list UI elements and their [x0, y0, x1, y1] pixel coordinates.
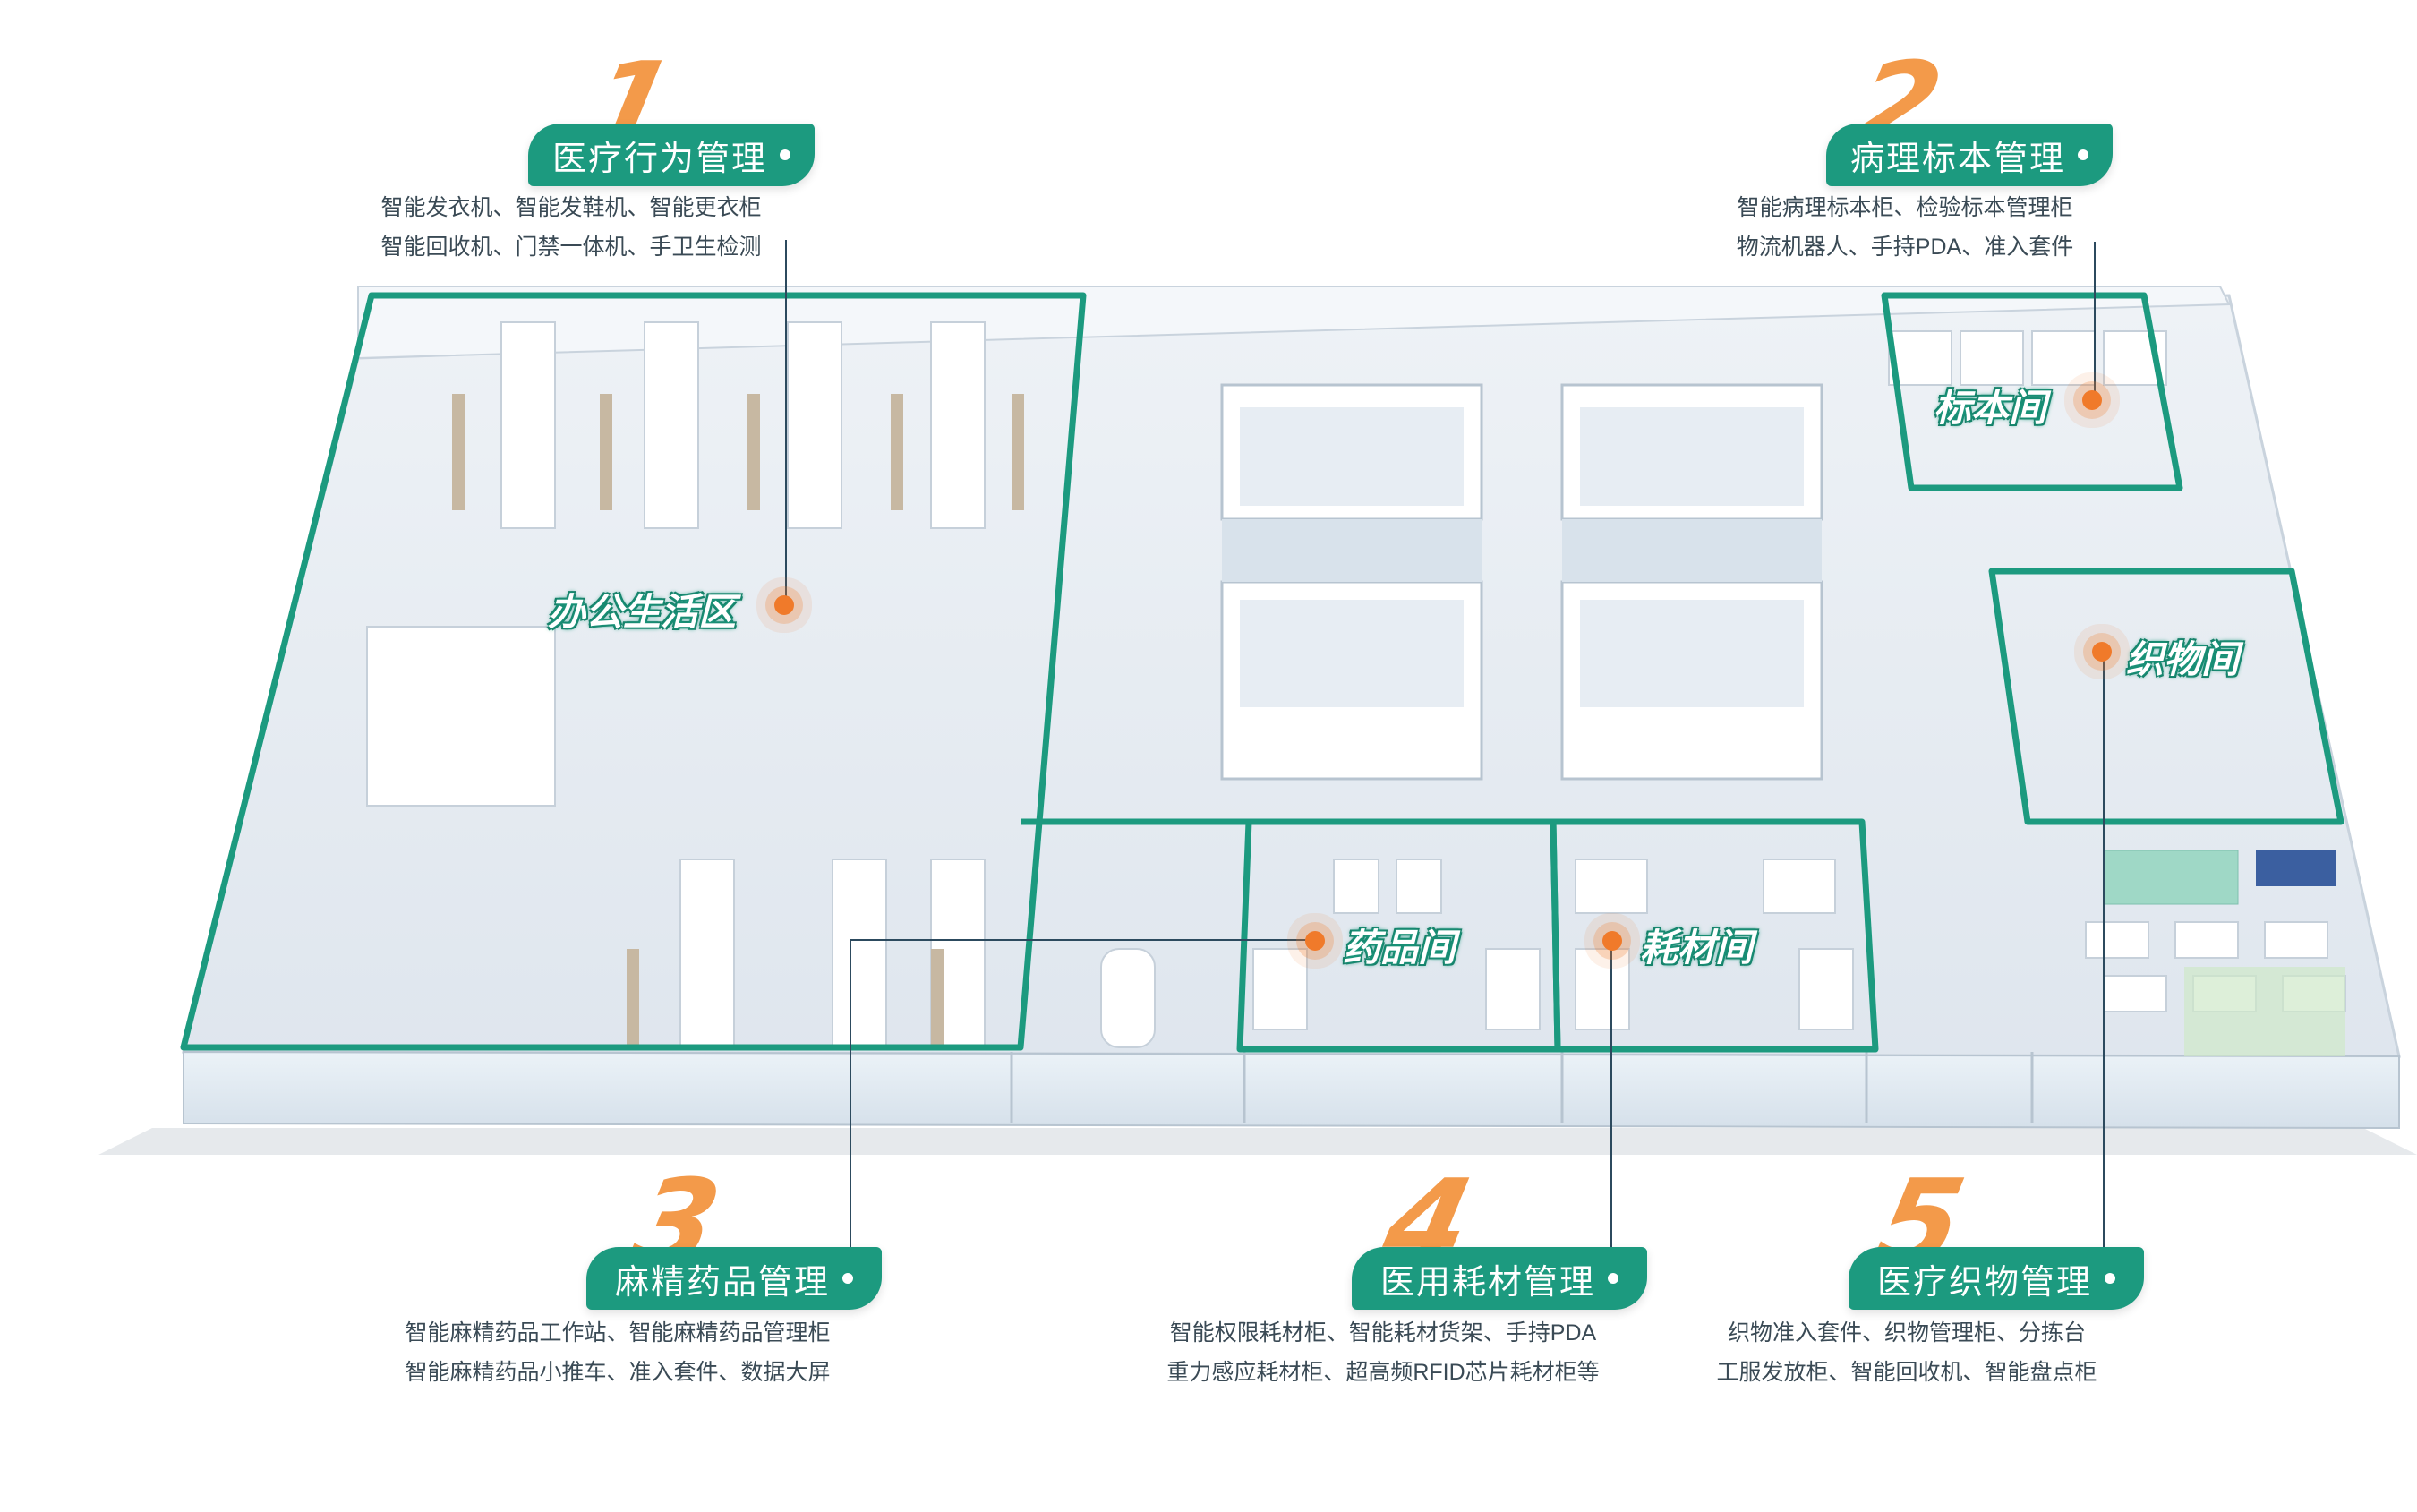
operating-rooms [1220, 383, 1823, 781]
desc-line: 智能麻精药品工作站、智能麻精药品管理柜 [405, 1320, 831, 1345]
section-title-text-2: 病理标本管理 [1849, 140, 2065, 178]
section-title-2: 病理标本管理 [1826, 124, 2113, 186]
desc-line: 工服发放柜、智能回收机、智能盘点柜 [1716, 1360, 2097, 1385]
zone-outlines [180, 292, 2344, 1053]
room-label-specimen: 标本间 [1934, 386, 2047, 430]
desc-line: 重力感应耗材柜、超高频RFID芯片耗材柜等 [1166, 1360, 1600, 1385]
desc-line: 智能权限耗材柜、智能耗材货架、手持PDA [1169, 1320, 1597, 1345]
desc-line: 智能回收机、门禁一体机、手卫生检测 [380, 235, 762, 260]
pharmacy-cabinets [1252, 859, 1854, 1030]
section-title-text-1: 医疗行为管理 [551, 140, 767, 178]
room-label-pharmacy: 药品间 [1343, 926, 1456, 970]
textile-floor-green [2184, 967, 2345, 1056]
section-desc-3: 智能麻精药品工作站、智能麻精药品管理柜 智能麻精药品小推车、准入套件、数据大屏 [394, 1313, 841, 1392]
consumables-marker [1602, 931, 1622, 951]
room-label-consumables: 耗材间 [1640, 926, 1754, 970]
section-desc-2: 智能病理标本柜、检验标本管理柜 物流机器人、手持PDA、准入套件 [1717, 188, 2093, 267]
blue-cabinet [2256, 850, 2336, 886]
section-title-text-4: 医用耗材管理 [1379, 1263, 1595, 1302]
section-title-1: 医疗行为管理 [528, 124, 815, 186]
section-desc-4: 智能权限耗材柜、智能耗材货架、手持PDA 重力感应耗材柜、超高频RFID芯片耗材… [1155, 1313, 1611, 1392]
ground-shadow [98, 1128, 2417, 1155]
zone-textile [1988, 568, 2344, 825]
title-dot [2078, 149, 2088, 160]
room-label-textile: 织物间 [2126, 637, 2240, 681]
meeting-table [1100, 948, 1156, 1048]
section-title-3: 麻精药品管理 [586, 1247, 882, 1310]
section-desc-5: 织物准入套件、织物管理柜、分拣台 工服发放柜、智能回收机、智能盘点柜 [1701, 1313, 2113, 1392]
title-dot [842, 1273, 853, 1284]
title-dot [780, 149, 790, 160]
specimen-marker [2082, 390, 2102, 410]
zone-consumables [1550, 818, 1879, 1053]
zone-specimen [1881, 292, 2183, 491]
section-title-text-5: 医疗织物管理 [1876, 1263, 2092, 1302]
room-label-office: 办公生活区 [548, 590, 737, 634]
zone-office [180, 292, 1087, 1051]
title-dot [1608, 1273, 1618, 1284]
desc-line: 织物准入套件、织物管理柜、分拣台 [1727, 1320, 2086, 1345]
section-title-5: 医疗织物管理 [1849, 1247, 2144, 1310]
pharmacy-marker [1305, 931, 1325, 951]
title-dot [2105, 1273, 2115, 1284]
desc-line: 物流机器人、手持PDA、准入套件 [1736, 235, 2074, 260]
section-title-text-3: 麻精药品管理 [614, 1263, 830, 1302]
section-title-4: 医用耗材管理 [1352, 1247, 1647, 1310]
textile-marker [2092, 642, 2112, 662]
floor-front-face [183, 1050, 2400, 1130]
office-marker [774, 595, 794, 615]
desc-line: 智能病理标本柜、检验标本管理柜 [1737, 195, 2073, 220]
section-desc-1: 智能发衣机、智能发鞋机、智能更衣柜 智能回收机、门禁一体机、手卫生检测 [374, 188, 768, 267]
desc-line: 智能麻精药品小推车、准入套件、数据大屏 [405, 1360, 831, 1385]
office-shelves [366, 321, 986, 1048]
desc-line: 智能发衣机、智能发鞋机、智能更衣柜 [380, 195, 762, 220]
front-partitions [1010, 1052, 2034, 1123]
office-benches [452, 394, 1024, 1047]
textile-lockers [2103, 850, 2239, 905]
